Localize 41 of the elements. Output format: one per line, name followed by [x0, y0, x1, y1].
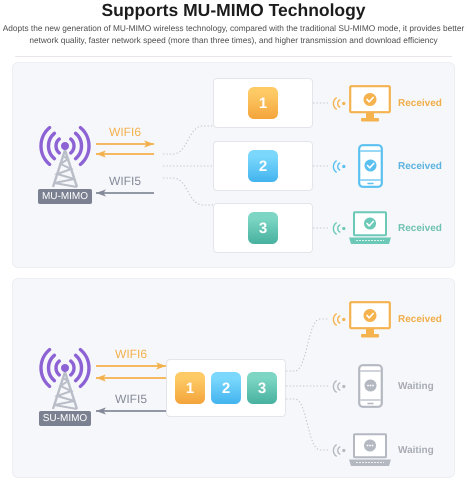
edge-label: WIFI5 — [108, 174, 142, 188]
packet-tile: 1 — [175, 372, 205, 404]
packet-tile: 2 — [211, 372, 241, 404]
edge-label: WIFI6 — [114, 347, 148, 361]
packet-card — [213, 203, 313, 253]
arrow — [96, 407, 166, 415]
packet-card — [166, 359, 286, 417]
mode-badge: MU-MIMO — [38, 189, 92, 204]
status-text: Received — [398, 98, 442, 108]
dotted-connector — [313, 227, 329, 229]
status-text: Waiting — [398, 380, 434, 392]
dotted-connector — [163, 177, 213, 206]
packet-card — [213, 78, 313, 128]
comparison-panel — [12, 278, 455, 478]
dotted-connector — [286, 318, 329, 372]
comparison-panel — [12, 62, 455, 268]
arrow — [96, 140, 154, 148]
status-text: Received — [398, 160, 442, 172]
dotted-connector — [163, 125, 213, 155]
title: Supports MU-MIMO Technology — [101, 0, 366, 21]
arrow — [96, 374, 166, 382]
mode-badge: SU-MIMO — [38, 411, 92, 426]
dotted-connector — [313, 102, 329, 104]
packet-card — [213, 141, 313, 191]
edge-label: WIFI5 — [114, 392, 148, 406]
description-text: Adopts the new generation of MU-MIMO wireless technology, compared with the traditional SU-MIMO mode, it provides better network quality, faster network speed (more than three times), and higher transmission and download efficiency — [2, 22, 465, 46]
packet-tile: 1 — [248, 87, 278, 119]
packet-tile: 3 — [248, 212, 278, 244]
status-text: Received — [398, 314, 442, 324]
status-text: Waiting — [398, 444, 434, 456]
status-text: Received — [398, 222, 442, 234]
edge-label: WIFI6 — [108, 125, 142, 139]
dotted-connector — [286, 398, 329, 451]
arrow — [96, 189, 154, 197]
packet-tile: 3 — [247, 372, 277, 404]
arrow — [96, 362, 166, 370]
dotted-connector — [286, 385, 329, 387]
arrow — [96, 150, 154, 158]
dotted-connector — [163, 165, 213, 167]
packet-tile: 2 — [248, 150, 278, 182]
dotted-connector — [313, 165, 329, 167]
